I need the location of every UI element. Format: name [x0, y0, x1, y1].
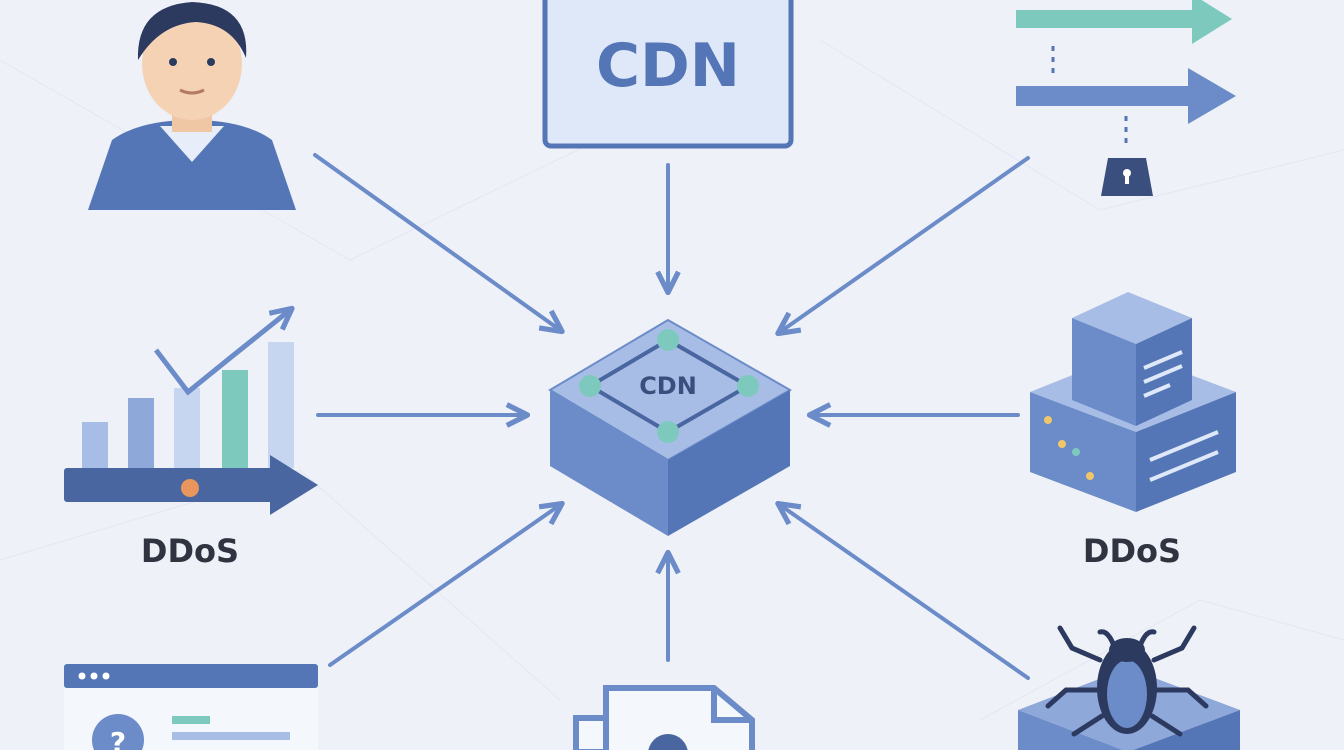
arrow-user-to-hub [313, 153, 565, 335]
document-icon [573, 685, 755, 750]
svg-text:?: ? [110, 726, 126, 750]
server-ddos-label: DDoS [1083, 532, 1181, 570]
hub-node-right [737, 375, 759, 397]
arrow-browser-to-hub [328, 500, 565, 667]
background-lines [0, 39, 1344, 721]
hub-node-left [579, 375, 601, 397]
cdn-hub-node: CDN [548, 318, 793, 536]
connection-arrows [313, 153, 1030, 680]
arrow-bug-to-hub [775, 500, 1030, 680]
bug-server-icon [1018, 625, 1240, 750]
hub-node-bottom [657, 421, 679, 443]
hub-node-top [657, 329, 679, 351]
growth-chart-icon: DDoS [64, 305, 318, 570]
chart-ddos-label: DDoS [141, 532, 239, 570]
cdn-box-icon: CDN [542, 0, 794, 149]
server-stack-icon: DDoS [1030, 292, 1236, 570]
user-person-icon [88, 2, 296, 210]
cdn-box-label: CDN [596, 31, 740, 101]
hub-label: CDN [639, 372, 697, 400]
traffic-arrows-lock-icon [1016, 0, 1236, 196]
arrow-traffic-to-hub [775, 156, 1030, 337]
browser-help-icon: ? [64, 664, 318, 750]
